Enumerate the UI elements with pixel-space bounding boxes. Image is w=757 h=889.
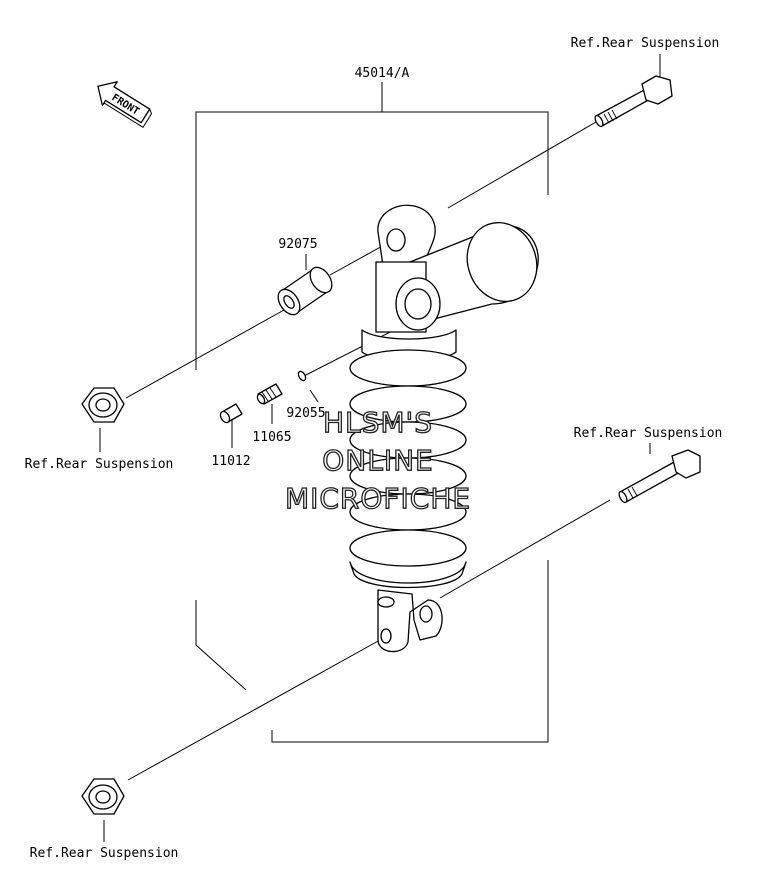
valve-11065 <box>256 383 283 405</box>
leader-lines <box>99 54 661 842</box>
shock-absorber <box>349 204 539 653</box>
label-assembly[interactable]: 45014/A <box>355 66 410 81</box>
label-ref-bottom-left[interactable]: Ref.Rear Suspension <box>30 846 179 861</box>
assembly-bracket <box>195 82 549 743</box>
watermark-line-2: ONLINE <box>322 444 433 477</box>
label-part-92075[interactable]: 92075 <box>278 237 317 252</box>
collar-92075 <box>277 266 333 316</box>
label-part-11012[interactable]: 11012 <box>211 454 250 469</box>
label-ref-mid-right[interactable]: Ref.Rear Suspension <box>574 426 723 441</box>
label-ref-left[interactable]: Ref.Rear Suspension <box>25 457 174 472</box>
watermark-line-3: MICROFICHE <box>285 482 471 515</box>
bolt-mid-right <box>618 449 701 504</box>
nut-bottom-left <box>81 778 125 815</box>
part-labels: 45014/A Ref.Rear Suspension Ref.Rear Sus… <box>25 36 723 861</box>
cap-11012 <box>219 403 243 424</box>
label-part-11065[interactable]: 11065 <box>252 430 291 445</box>
o-ring-92055 <box>297 370 307 382</box>
watermark-line-1: HLSM'S <box>323 406 433 439</box>
front-direction-arrow: FRONT <box>97 81 153 129</box>
label-ref-top-right[interactable]: Ref.Rear Suspension <box>571 36 720 51</box>
nut-left <box>81 387 125 423</box>
label-part-92055[interactable]: 92055 <box>286 406 325 421</box>
bolt-top-right <box>594 75 673 128</box>
watermark: HLSM'S ONLINE MICROFICHE <box>284 405 471 515</box>
